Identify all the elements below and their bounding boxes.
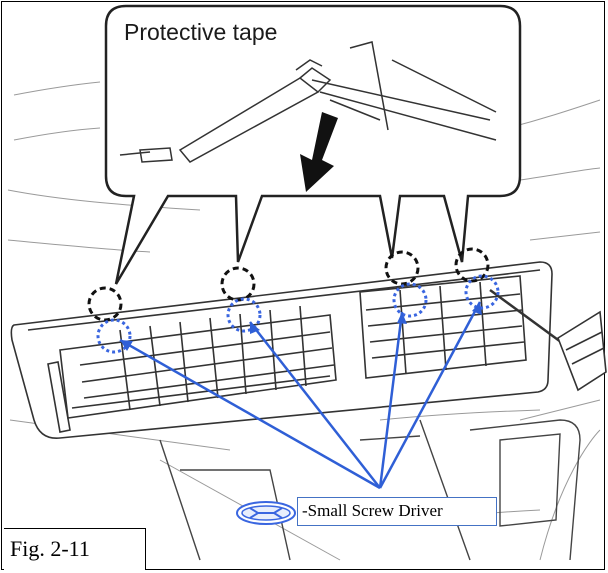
callout-bubble	[104, 4, 522, 285]
clip-markers	[87, 247, 490, 322]
down-arrow-icon	[300, 112, 338, 192]
pointer-arrowheads	[120, 302, 482, 351]
tool-point-3	[392, 282, 428, 318]
callout-label: Protective tape	[124, 19, 278, 45]
legend-label: -Small Screw Driver	[297, 497, 497, 526]
tool-point-1	[96, 318, 132, 354]
tool-point-4	[464, 274, 500, 310]
clip-marker-3	[384, 250, 420, 286]
clip-marker-4	[454, 247, 490, 283]
clip-marker-1	[87, 286, 123, 322]
pointer-lines	[119, 301, 482, 490]
tool-insertion-points	[96, 274, 500, 354]
tool-point-2	[226, 297, 262, 333]
clip-detail	[119, 41, 497, 163]
figure-label: Fig. 2-11	[4, 528, 146, 570]
clip-marker-2	[220, 266, 256, 302]
lower-console	[159, 419, 581, 561]
wrench-icon	[236, 501, 296, 525]
dashboard-background-lines	[7, 81, 601, 561]
